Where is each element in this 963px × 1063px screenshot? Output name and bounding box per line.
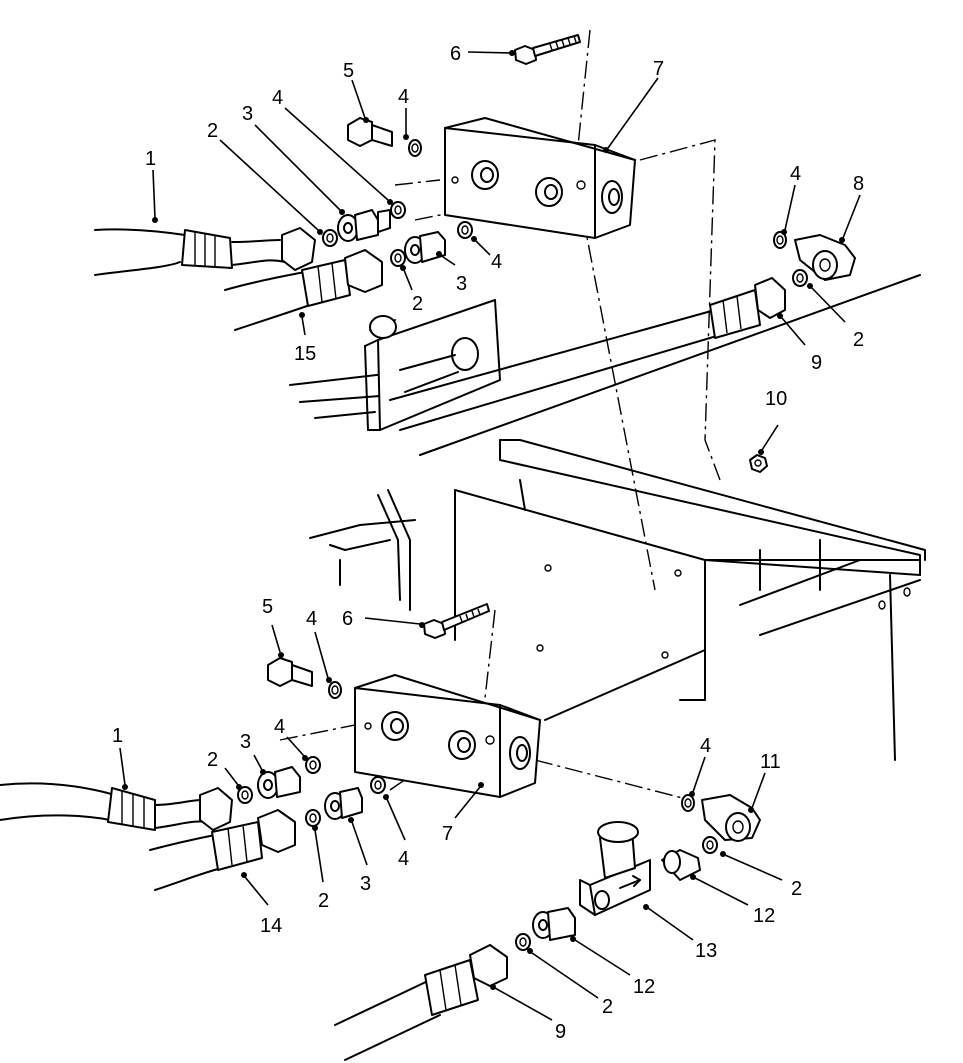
upper-fittings bbox=[322, 117, 473, 267]
callout-2-lower-c: 2 bbox=[791, 878, 802, 900]
upper-valve-block bbox=[444, 117, 636, 239]
callout-9-lower: 9 bbox=[555, 1021, 566, 1043]
callout-3-upper-b: 3 bbox=[456, 273, 467, 295]
callout-3-lower-b: 3 bbox=[360, 873, 371, 895]
callout-14: 14 bbox=[260, 915, 282, 937]
callout-2-lower-a: 2 bbox=[207, 749, 218, 771]
callout-1-upper: 1 bbox=[145, 148, 156, 170]
tee-13 bbox=[579, 821, 701, 916]
callout-10: 10 bbox=[765, 388, 787, 410]
callout-4-upper-a: 4 bbox=[272, 87, 283, 109]
hose-1-lower bbox=[0, 782, 233, 831]
callout-7-lower: 7 bbox=[442, 823, 453, 845]
lower-elbow-11 bbox=[681, 794, 761, 854]
hose-9-lower bbox=[334, 944, 508, 1061]
callout-13: 13 bbox=[695, 940, 717, 962]
callout-3-lower-a: 3 bbox=[240, 731, 251, 753]
callout-4-lower-c: 4 bbox=[398, 848, 409, 870]
lower-adapter-12 bbox=[515, 907, 576, 951]
lower-valve-block bbox=[354, 674, 541, 798]
callout-2-lower-b: 2 bbox=[318, 890, 329, 912]
callout-5-upper: 5 bbox=[343, 60, 354, 82]
callout-6-lower: 6 bbox=[342, 608, 353, 630]
callout-2-upper-b: 2 bbox=[412, 293, 423, 315]
hose-15 bbox=[224, 249, 383, 331]
lower-bolt bbox=[423, 603, 490, 639]
callout-4-upper-d: 4 bbox=[491, 251, 502, 273]
callout-2-upper-c: 2 bbox=[853, 329, 864, 351]
callout-4-lower-d: 4 bbox=[700, 735, 711, 757]
callout-9-upper: 9 bbox=[811, 352, 822, 374]
callout-11: 11 bbox=[760, 751, 781, 773]
hose-1-upper bbox=[94, 227, 316, 276]
elbow-8 bbox=[773, 231, 856, 281]
frame-structure bbox=[289, 274, 926, 761]
callout-15: 15 bbox=[294, 343, 316, 365]
callout-3-upper: 3 bbox=[242, 103, 253, 125]
callout-2-lower-d: 2 bbox=[602, 996, 613, 1018]
leader-lines bbox=[119, 50, 861, 1021]
upper-bolt bbox=[514, 34, 581, 65]
hose-14 bbox=[149, 809, 296, 891]
callout-5-lower: 5 bbox=[262, 596, 273, 618]
callout-8: 8 bbox=[853, 173, 864, 195]
callout-12-b: 12 bbox=[633, 976, 655, 998]
hose-9-upper bbox=[389, 269, 808, 431]
nut-10 bbox=[749, 454, 768, 473]
lower-fittings bbox=[237, 657, 386, 827]
callout-4-lower-b: 4 bbox=[274, 716, 285, 738]
callout-12-a: 12 bbox=[753, 905, 775, 927]
callout-1-lower: 1 bbox=[112, 725, 123, 747]
callout-4-upper-b: 4 bbox=[398, 86, 409, 108]
callout-4-lower-a: 4 bbox=[306, 608, 317, 630]
callout-4-upper-c: 4 bbox=[790, 163, 801, 185]
callout-labels: 1 2 3 4 5 4 6 7 4 8 4 3 2 15 2 9 10 5 4 … bbox=[112, 43, 864, 1043]
callout-2-upper: 2 bbox=[207, 120, 218, 142]
callout-6-upper: 6 bbox=[450, 43, 461, 65]
callout-7-upper: 7 bbox=[653, 58, 664, 80]
